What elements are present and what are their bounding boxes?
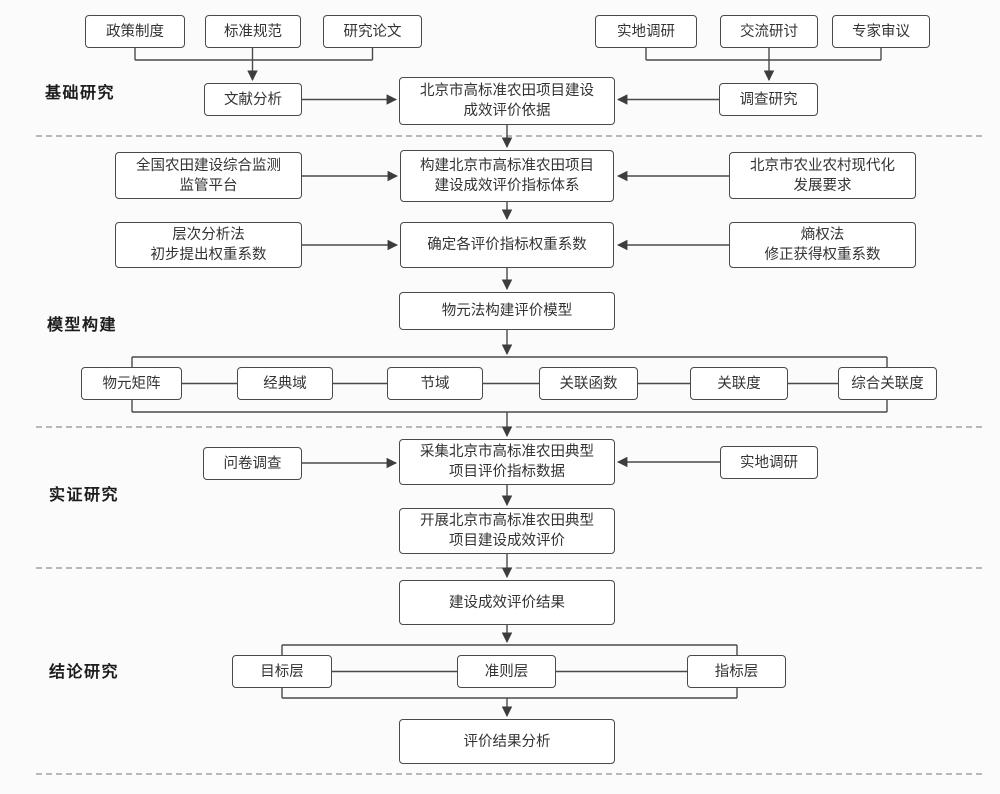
node-target-layer: 目标层 <box>232 655 332 688</box>
node-correlation-function: 关联函数 <box>539 367 638 400</box>
node-policy: 政策制度 <box>85 15 185 48</box>
node-system: 构建北京市高标准农田项目 建设成效评价指标体系 <box>400 150 614 202</box>
node-carry-out: 开展北京市高标准农田典型 项目建设成效评价 <box>399 508 615 554</box>
node-criterion-layer: 准则层 <box>457 655 556 688</box>
section-label-conclusion: 结论研究 <box>49 664 120 681</box>
node-paper: 研究论文 <box>323 15 422 48</box>
node-basis: 北京市高标准农田项目建设 成效评价依据 <box>399 77 615 125</box>
node-literature: 文献分析 <box>204 83 302 116</box>
node-ahp: 层次分析法 初步提出权重系数 <box>115 222 302 268</box>
connector-lines <box>131 48 888 699</box>
node-field-survey-1: 实地调研 <box>595 15 697 48</box>
node-correlation-degree: 关联度 <box>690 367 788 400</box>
node-standard: 标准规范 <box>205 15 301 48</box>
node-weight: 确定各评价指标权重系数 <box>400 222 614 268</box>
section-label-basic: 基础研究 <box>45 85 116 102</box>
node-result: 建设成效评价结果 <box>399 580 615 625</box>
node-matrix: 物元矩阵 <box>81 367 182 400</box>
node-analysis: 评价结果分析 <box>399 719 615 764</box>
connector-arrows <box>247 48 775 718</box>
section-label-empirical: 实证研究 <box>49 487 120 504</box>
node-expert: 专家审议 <box>832 15 930 48</box>
node-classic-domain: 经典域 <box>237 367 333 400</box>
node-joint-domain: 节域 <box>387 367 483 400</box>
node-entropy: 熵权法 修正获得权重系数 <box>729 222 916 268</box>
node-survey-research: 调查研究 <box>719 83 818 116</box>
node-indicator-layer: 指标层 <box>687 655 786 688</box>
node-platform: 全国农田建设综合监测 监管平台 <box>115 152 302 199</box>
node-exchange: 交流研讨 <box>720 15 818 48</box>
node-comprehensive-degree: 综合关联度 <box>838 367 937 400</box>
section-label-model: 模型构建 <box>47 317 118 334</box>
node-questionnaire: 问卷调查 <box>203 447 302 480</box>
node-model: 物元法构建评价模型 <box>399 292 615 330</box>
node-field-survey-2: 实地调研 <box>720 446 818 479</box>
node-requirement: 北京市农业农村现代化 发展要求 <box>729 152 916 199</box>
node-collect: 采集北京市高标准农田典型 项目评价指标数据 <box>399 439 615 485</box>
